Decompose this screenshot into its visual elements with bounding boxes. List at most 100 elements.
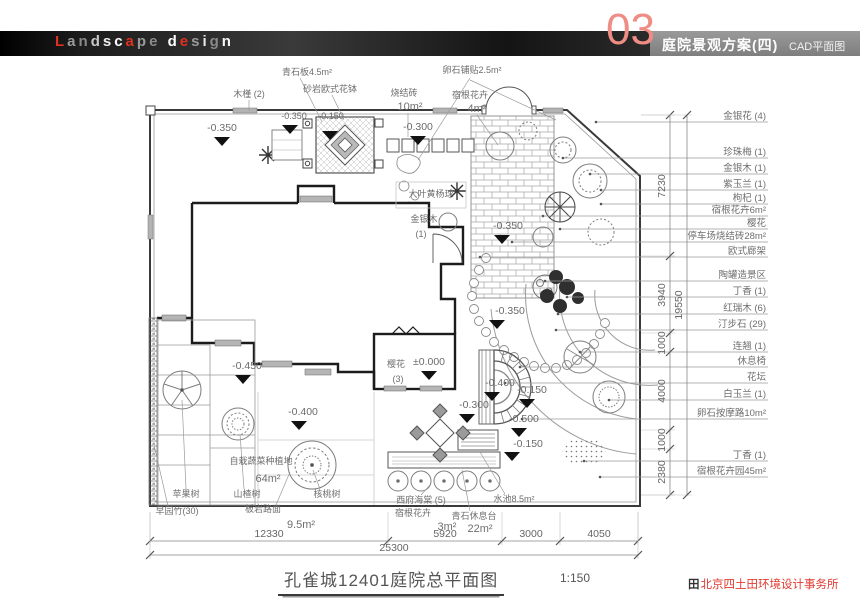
elevation-value: ±0.000 — [413, 356, 445, 368]
plan-label: 山楂树 — [233, 488, 260, 499]
plan-label: 木槿 (2) — [233, 88, 265, 99]
garden-trees — [485, 121, 626, 414]
company-signature: 田北京四土田环境设计事务所 — [688, 576, 839, 592]
doc-subtitle: CAD平面图 — [789, 41, 846, 53]
dim-tick — [633, 550, 643, 560]
groundcover-dotted-bed — [562, 438, 606, 466]
leader-dot — [558, 227, 562, 231]
dim-value: 3000 — [519, 528, 543, 540]
walkway-pavers — [386, 138, 475, 153]
leader-dot — [588, 172, 592, 176]
leader-line — [299, 77, 323, 123]
elevation-triangle — [410, 136, 426, 145]
dim-tick — [383, 536, 393, 546]
leader-dot — [518, 365, 522, 369]
legend-label: 丁香 (1) — [733, 286, 766, 297]
leader-line — [239, 433, 245, 490]
doc-title: 庭院景观方案(四) — [662, 37, 779, 53]
leader-line — [461, 469, 471, 512]
leader-line — [417, 77, 471, 161]
sw-trees — [162, 370, 337, 490]
elevation-triangle — [282, 125, 298, 134]
legend-label: 花坛 — [747, 371, 767, 383]
leader-dot — [543, 279, 547, 283]
dim-tick — [145, 550, 155, 560]
leader-line — [469, 79, 557, 121]
leader-dot — [598, 475, 602, 479]
elevation-value: -0.300 — [403, 121, 433, 133]
leader-dot — [594, 120, 598, 124]
legend-label: 宿根花卉园45m² — [697, 465, 766, 477]
plan-label: 水池8.5m² — [493, 493, 534, 504]
plan-label: 64m² — [255, 473, 280, 485]
elevation-triangle — [519, 399, 535, 408]
leader-dot — [510, 240, 514, 244]
brand-letter: a — [125, 33, 137, 50]
elevation-value: -0.350 — [281, 111, 307, 121]
leader-dot — [582, 459, 586, 463]
elevation-triangle — [504, 452, 520, 461]
dim-tick — [665, 425, 675, 435]
leader-lines — [153, 77, 768, 512]
dim-value: 1000 — [656, 331, 668, 355]
leader-dot — [578, 350, 582, 354]
brand-letter: n — [78, 33, 91, 50]
dim-value: 7230 — [656, 174, 668, 198]
dim-tick — [665, 347, 675, 357]
dim-value: 1000 — [656, 428, 668, 452]
plan-label: 金银木 — [410, 213, 437, 224]
leader-line — [479, 451, 506, 495]
elevation-triangle — [489, 320, 505, 329]
leader-dot — [607, 398, 611, 402]
page-number: 03 — [606, 5, 655, 54]
plan-label: 青石板4.5m² — [282, 66, 332, 77]
sheet-title: 孔雀城12401庭院总平面图 — [278, 566, 505, 596]
plan-label: 22m² — [467, 523, 492, 535]
legend-label: 紫玉兰 (1) — [723, 178, 766, 190]
elevation-triangle — [511, 428, 527, 437]
dim-tick — [665, 251, 675, 261]
elevation-value: -0.350 — [493, 220, 523, 232]
bench-pond — [387, 429, 501, 492]
vegetable-garden — [148, 317, 375, 506]
brand-letter: e — [149, 33, 161, 50]
elevation-value: -0.150 — [318, 111, 344, 121]
dim-value: 5920 — [433, 528, 457, 540]
leader-dot — [520, 417, 524, 421]
leader-dot — [565, 295, 569, 299]
dim-tick — [682, 490, 692, 500]
pebble-inlay — [396, 154, 421, 209]
legend-label: 白玉兰 (1) — [723, 388, 766, 400]
brand-letter: s — [102, 33, 115, 50]
leader-dot — [599, 202, 603, 206]
dark-shrubs — [540, 270, 584, 313]
header-black-bar — [0, 31, 650, 56]
leader-line — [331, 94, 345, 121]
company-name: 北京四土田环境设计事务所 — [700, 579, 839, 591]
plan-label: (3) — [393, 374, 404, 384]
brand-letter: d — [90, 33, 103, 50]
leader-dot — [478, 255, 482, 259]
leader-line — [420, 484, 431, 496]
elevation-value: -0.350 — [207, 122, 237, 134]
leader-dot — [541, 214, 545, 218]
fan-feature — [478, 349, 532, 425]
snowflake-shrubs — [259, 146, 466, 200]
dim-value: 19550 — [673, 290, 685, 319]
plan-label: (1) — [416, 229, 427, 239]
legend-label: 丁香 (1) — [733, 450, 766, 461]
elevation-value: -0.350 — [495, 305, 525, 317]
plan-label: 4m² — [468, 103, 487, 115]
legend-label: 樱花 — [747, 217, 767, 229]
legend-label: 汀步石 (29) — [718, 319, 766, 330]
plan-label: 砂岩欧式花钵 — [303, 83, 357, 94]
legend-label: 陶罐造景区 — [718, 269, 766, 281]
elevation-triangle — [484, 392, 500, 401]
leader-dot — [561, 156, 565, 160]
legend-label: 枸杞 (1) — [733, 192, 766, 204]
elevation-triangle — [322, 131, 338, 140]
brand-letter: c — [114, 33, 126, 50]
elevation-value: -0.450 — [232, 360, 262, 372]
legend-label: 金银花 (4) — [723, 110, 766, 122]
